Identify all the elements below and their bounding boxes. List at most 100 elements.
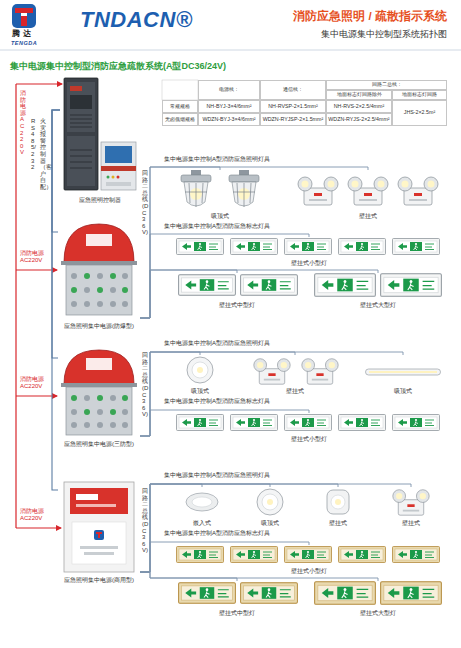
explosion-proof-power-supply	[122, 287, 128, 293]
explosion-proof-power-supply	[97, 301, 103, 307]
brand-logo	[12, 4, 36, 28]
brand-mark: TNDACN®	[80, 8, 193, 32]
power-line	[16, 84, 62, 528]
table-cell: NH-RVS-2×2.5/4mm²	[326, 100, 392, 113]
weatherproof-power-supply	[97, 422, 103, 428]
table-cell: WDZN-RYJS-2×2.5/4mm²	[326, 113, 392, 126]
lamp-illustration	[187, 357, 213, 383]
bus-line	[140, 234, 309, 318]
controller-cabinet	[64, 78, 98, 190]
bus-label: 回路二总线(DC36V)	[142, 488, 148, 554]
lamp-illustration	[398, 177, 438, 205]
lamp-group: 壁挂式	[290, 170, 446, 220]
node-caption: 壁挂式小型灯	[291, 260, 327, 267]
table-cell-frame	[162, 80, 198, 100]
weatherproof-power-supply	[110, 395, 116, 401]
commercial-power-supply	[76, 494, 98, 500]
communication-line	[52, 110, 60, 490]
power-line	[15, 84, 16, 528]
bus-line	[140, 270, 237, 318]
explosion-proof-power-supply	[61, 261, 137, 265]
explosion-proof-power-supply	[84, 287, 90, 293]
table-cell: 无卤低烟规格	[162, 113, 198, 126]
bus-line	[140, 542, 309, 572]
bus-line	[140, 484, 338, 572]
table-cell-frame	[162, 80, 198, 100]
commercial-power-supply	[72, 522, 126, 564]
sign-illustration	[393, 239, 440, 255]
commercial-power-supply	[94, 530, 104, 540]
bus-line	[140, 410, 309, 436]
lamp-illustration	[186, 493, 218, 511]
sign-illustration	[393, 415, 440, 431]
weatherproof-power-supply	[110, 409, 116, 415]
lamp-illustration	[257, 489, 283, 515]
explosion-proof-power-supply	[110, 301, 116, 307]
table-cell: JHS-2×2.5m²	[392, 100, 447, 126]
node-caption: 壁挂式	[402, 520, 420, 527]
sign-group: 壁挂式中型灯	[172, 581, 302, 617]
table-cell: WDZN-BYJ-3×4/6mm²	[198, 113, 260, 126]
controller-cabinet	[70, 115, 92, 127]
sign-illustration	[315, 582, 376, 605]
sign-group: 壁挂式小型灯	[172, 413, 446, 443]
lamp-group: 壁挂式	[376, 487, 446, 527]
explosion-proof-power-supply	[66, 265, 132, 315]
bus-line	[140, 167, 368, 318]
explosion-proof-power-supply	[71, 287, 77, 293]
brand-name: 腾达	[12, 29, 34, 39]
commercial-power-supply	[96, 532, 102, 538]
commercial-power-supply	[64, 482, 134, 572]
table-cell: 地面标志灯回路除外	[326, 90, 392, 100]
node-caption: 壁挂式小型灯	[291, 436, 327, 443]
node-caption: 吸顶式	[211, 213, 229, 220]
controller: 应急照明控制器	[60, 78, 140, 204]
power-label: 消防电源 AC220V	[20, 376, 50, 390]
sign-group: 壁挂式小型灯	[172, 237, 446, 267]
sign-illustration	[177, 547, 224, 563]
weatherproof-power-supply	[97, 395, 103, 401]
controller-cabinet	[70, 95, 92, 109]
lamp-group: 吸顶式	[360, 355, 446, 395]
header-divider	[0, 50, 461, 51]
lamp-illustration	[327, 490, 349, 514]
node-caption: 壁挂式大型灯	[360, 610, 396, 617]
table-cell: 地面标志灯回路	[392, 90, 447, 100]
group-heading: 集中电源集中控制A型消防应急标志灯具	[164, 398, 270, 405]
power-line	[16, 527, 61, 528]
header-title: 消防应急照明 / 疏散指示系统	[293, 10, 447, 24]
explosion-proof-power-supply	[122, 301, 128, 307]
explosion-proof-power-supply	[71, 273, 77, 279]
power-supply: 应急照明集中电源(商用型)	[58, 480, 140, 584]
weatherproof-power-supply	[86, 358, 112, 370]
table-cell: 通信线：	[260, 80, 326, 100]
explosion-proof-power-supply	[97, 273, 103, 279]
node-caption: 壁挂式	[359, 213, 377, 220]
sign-illustration	[381, 274, 442, 297]
commercial-power-supply	[64, 482, 134, 572]
sign-illustration	[231, 239, 278, 255]
bus-line	[140, 270, 378, 318]
controller-cabinet	[64, 78, 98, 190]
commercial-power-supply	[76, 504, 116, 507]
explosion-proof-power-supply	[110, 273, 116, 279]
brand-logo	[12, 4, 36, 28]
sign-illustration	[339, 239, 386, 255]
controller-panel	[101, 142, 136, 190]
weatherproof-power-supply	[61, 350, 137, 435]
node-caption: 吸顶式	[394, 388, 412, 395]
weatherproof-power-supply	[122, 395, 128, 401]
explosion-proof-power-supply	[61, 224, 137, 315]
node-caption: 壁挂式	[329, 520, 347, 527]
controller-panel	[101, 166, 136, 171]
table-cell: NH-BYJ-3×4/6mm²	[198, 100, 260, 113]
sign-illustration	[177, 239, 442, 605]
node-caption: 壁挂式大型灯	[360, 302, 396, 309]
table-cell: NH-RVSP-2×1.5mm²	[260, 100, 326, 113]
weatherproof-power-supply	[61, 383, 137, 387]
node-caption: 吸顶式	[191, 388, 209, 395]
lamp-group: 壁挂式	[240, 355, 350, 395]
weatherproof-power-supply	[84, 422, 90, 428]
commercial-power-supply	[84, 552, 114, 555]
